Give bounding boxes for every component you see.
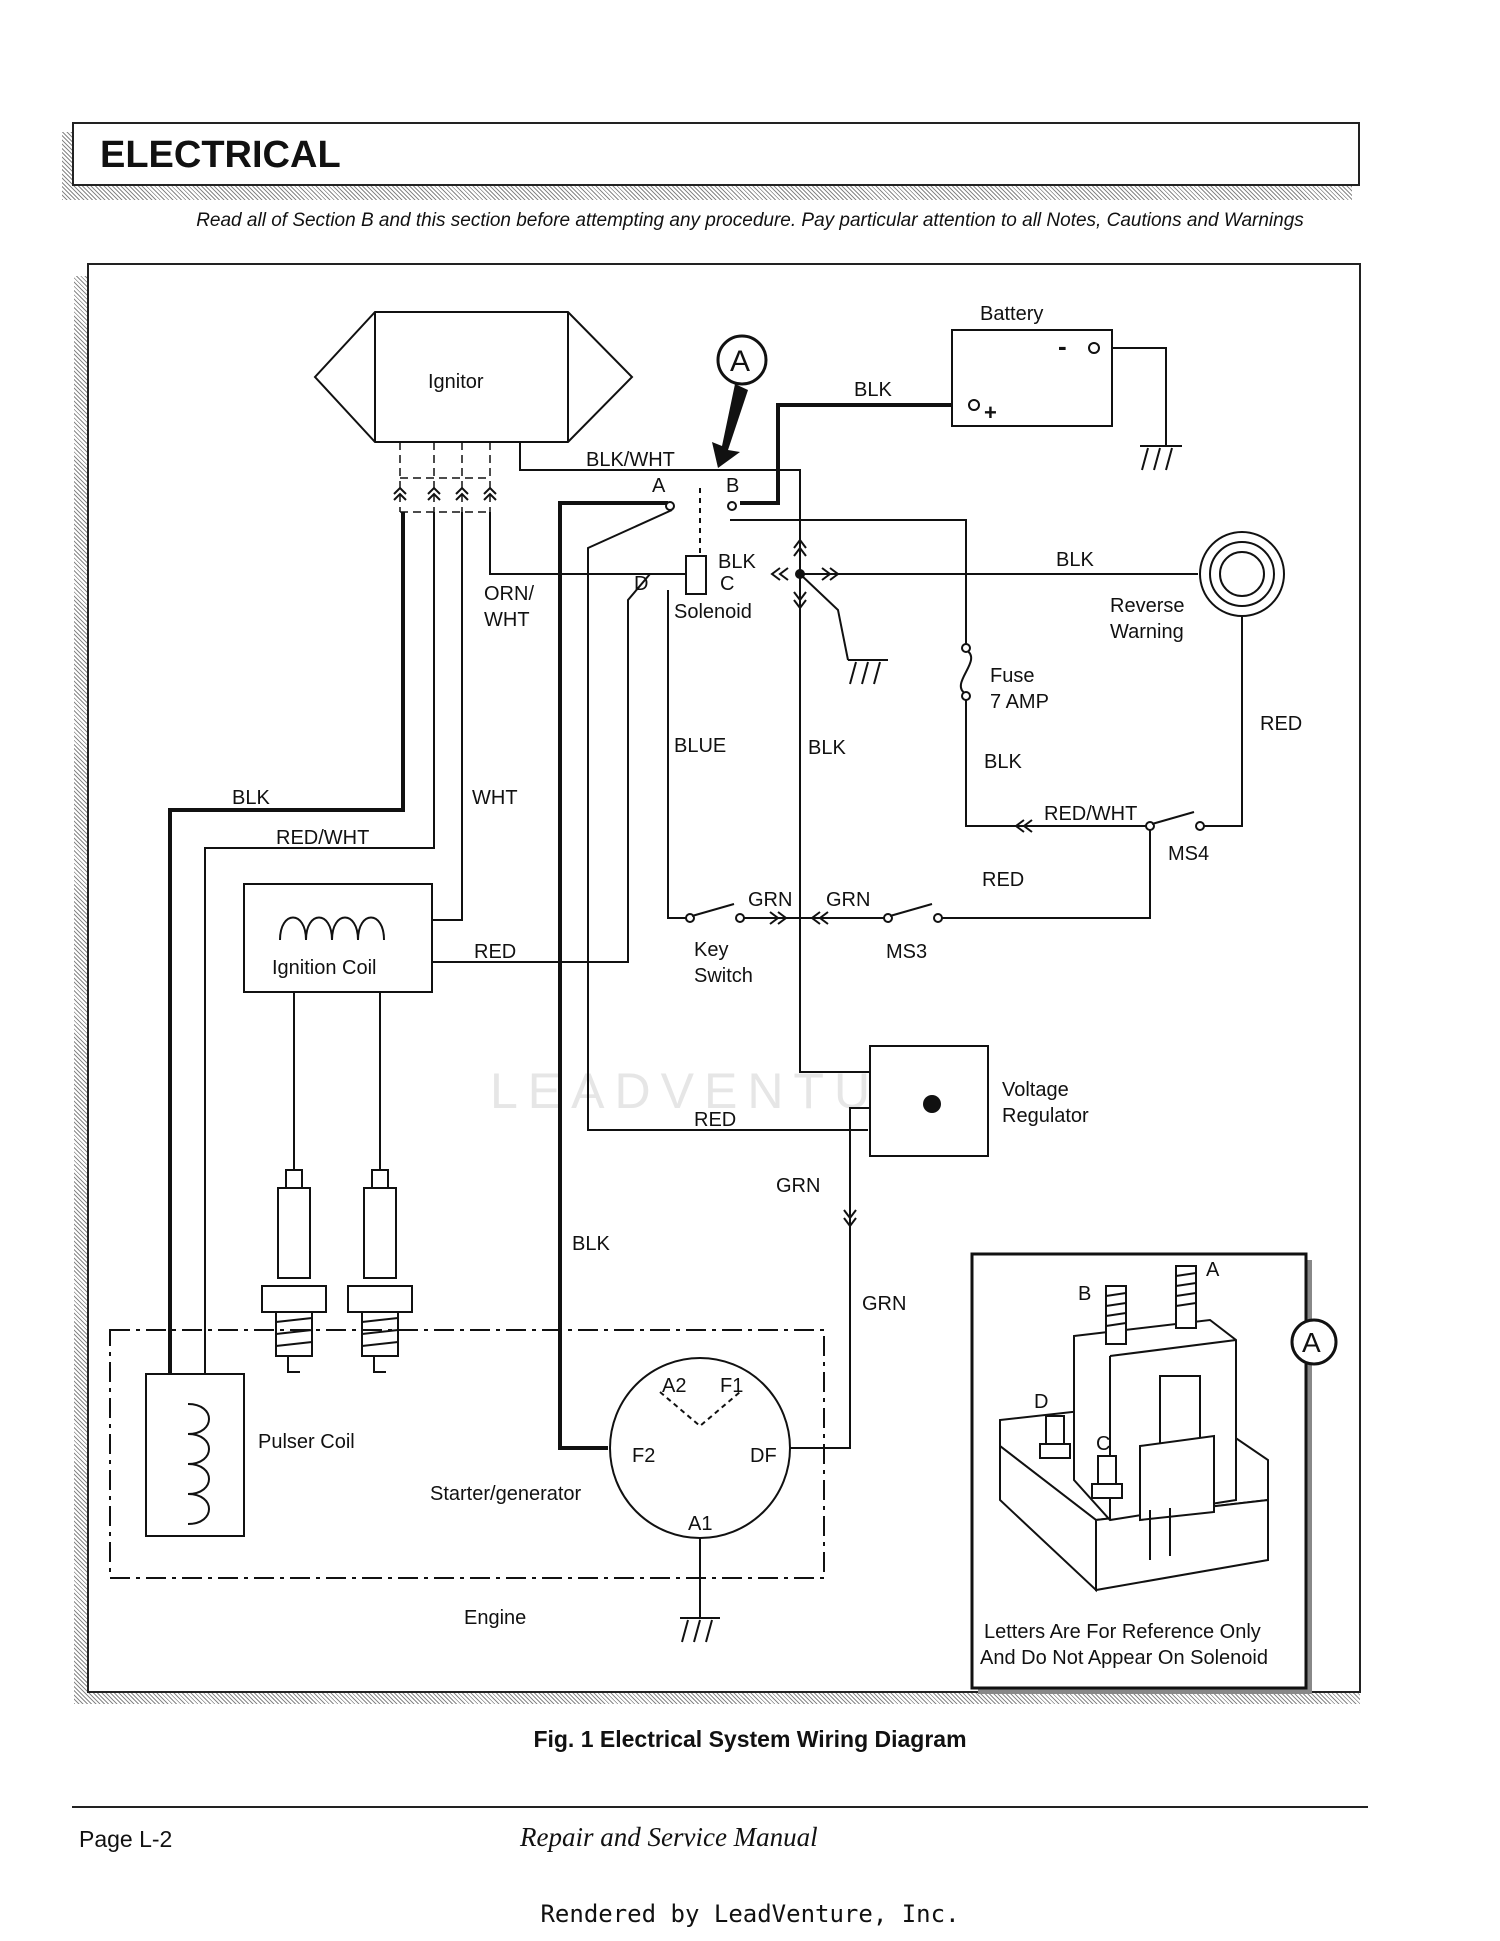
callout-a xyxy=(716,334,768,386)
ground-symbol xyxy=(848,659,888,685)
wire-label: RED xyxy=(1260,713,1302,735)
page-number: Page L-2 xyxy=(79,1826,173,1852)
wire-label: BLUE xyxy=(674,735,726,757)
inset-terminal-d: D xyxy=(1034,1391,1048,1413)
header-box: ELECTRICAL xyxy=(72,122,1360,186)
solenoid-coil xyxy=(685,555,707,595)
terminal-c: C xyxy=(720,573,734,595)
terminal-d: D xyxy=(634,573,648,595)
key-switch-label: Switch xyxy=(694,965,753,987)
wire-label: RED/WHT xyxy=(276,827,369,849)
inset-terminal-a: A xyxy=(1206,1259,1220,1281)
wire-label: GRN xyxy=(862,1293,906,1315)
wire-label: GRN xyxy=(776,1175,820,1197)
inset-callout: A xyxy=(1302,1327,1321,1358)
wire-label: BLK xyxy=(854,379,892,401)
ignition-coil xyxy=(243,883,433,993)
inset-note: Letters Are For Reference Only xyxy=(984,1621,1261,1643)
footer-rule xyxy=(72,1806,1368,1808)
wire-label: RED xyxy=(694,1109,736,1131)
reverse-warning-label: Warning xyxy=(1110,621,1184,643)
voltage-regulator-label: Voltage xyxy=(1002,1079,1069,1101)
starter-generator-label: Starter/generator xyxy=(430,1483,582,1505)
terminal-df: DF xyxy=(750,1445,777,1467)
pulser-coil xyxy=(145,1373,245,1537)
terminal-a2: A2 xyxy=(662,1375,686,1397)
inset-terminal-b: B xyxy=(1078,1283,1091,1305)
ground-symbol xyxy=(680,1617,720,1643)
rendered-by: Rendered by LeadVenture, Inc. xyxy=(540,1900,960,1928)
manual-title: Repair and Service Manual xyxy=(520,1822,818,1852)
wire-label: BLK xyxy=(1056,549,1094,571)
wire-label: ORN/ xyxy=(484,583,534,605)
wire-label: BLK xyxy=(984,751,1022,773)
ms3-label: MS3 xyxy=(886,941,927,963)
wire-label: BLK xyxy=(232,787,270,809)
solenoid-inset: A A B C D Letters Are For Reference Only… xyxy=(970,1252,1338,1694)
engine-boundary xyxy=(109,1329,825,1579)
wire-label: BLK/WHT xyxy=(586,449,675,471)
terminal-a: A xyxy=(652,475,666,497)
engine-label: Engine xyxy=(464,1607,526,1629)
battery-label: Battery xyxy=(980,303,1043,325)
fuse-label: Fuse xyxy=(990,665,1034,687)
spark-plug xyxy=(347,1169,413,1373)
reverse-warning-label: Reverse xyxy=(1110,595,1184,617)
wire-label: RED xyxy=(982,869,1024,891)
terminal-b: B xyxy=(726,475,739,497)
figure-caption: Fig. 1 Electrical System Wiring Diagram xyxy=(533,1726,967,1752)
key-switch-label: Key xyxy=(694,939,728,961)
ignitor-label: Ignitor xyxy=(428,371,484,393)
fuse xyxy=(959,649,973,695)
wire-label: GRN xyxy=(826,889,870,911)
reverse-warning-buzzer xyxy=(1199,531,1285,617)
spark-plug xyxy=(261,1169,327,1373)
wire-label: WHT xyxy=(472,787,518,809)
terminal-a1: A1 xyxy=(688,1513,712,1535)
wire-label: RED/WHT xyxy=(1044,803,1137,825)
terminal-f1: F1 xyxy=(720,1375,743,1397)
battery xyxy=(951,329,1113,427)
wire-label: BLK xyxy=(718,551,756,573)
fuse-rating: 7 AMP xyxy=(990,691,1049,713)
wire-label: BLK xyxy=(808,737,846,759)
starter-generator xyxy=(609,1357,791,1539)
wire-label: GRN xyxy=(748,889,792,911)
inset-terminal-c: C xyxy=(1096,1433,1110,1455)
ignitor: Ignitor xyxy=(313,311,634,443)
ground-symbol xyxy=(1140,445,1182,471)
terminal-f2: F2 xyxy=(632,1445,655,1467)
callout-a-label: A xyxy=(730,345,750,378)
wire-label: WHT xyxy=(484,609,530,631)
solenoid-label: Solenoid xyxy=(674,601,752,623)
battery-neg: - xyxy=(1058,331,1067,361)
battery-pos: + xyxy=(984,400,997,425)
safety-notice: Read all of Section B and this section b… xyxy=(196,210,1304,231)
section-title: ELECTRICAL xyxy=(100,134,341,176)
ignition-coil-label: Ignition Coil xyxy=(272,957,377,979)
ms4-label: MS4 xyxy=(1168,843,1209,865)
voltage-regulator-label: Regulator xyxy=(1002,1105,1089,1127)
pulser-coil-label: Pulser Coil xyxy=(258,1431,355,1453)
inset-note: And Do Not Appear On Solenoid xyxy=(980,1647,1268,1669)
wire-label: BLK xyxy=(572,1233,610,1255)
wire-label: RED xyxy=(474,941,516,963)
